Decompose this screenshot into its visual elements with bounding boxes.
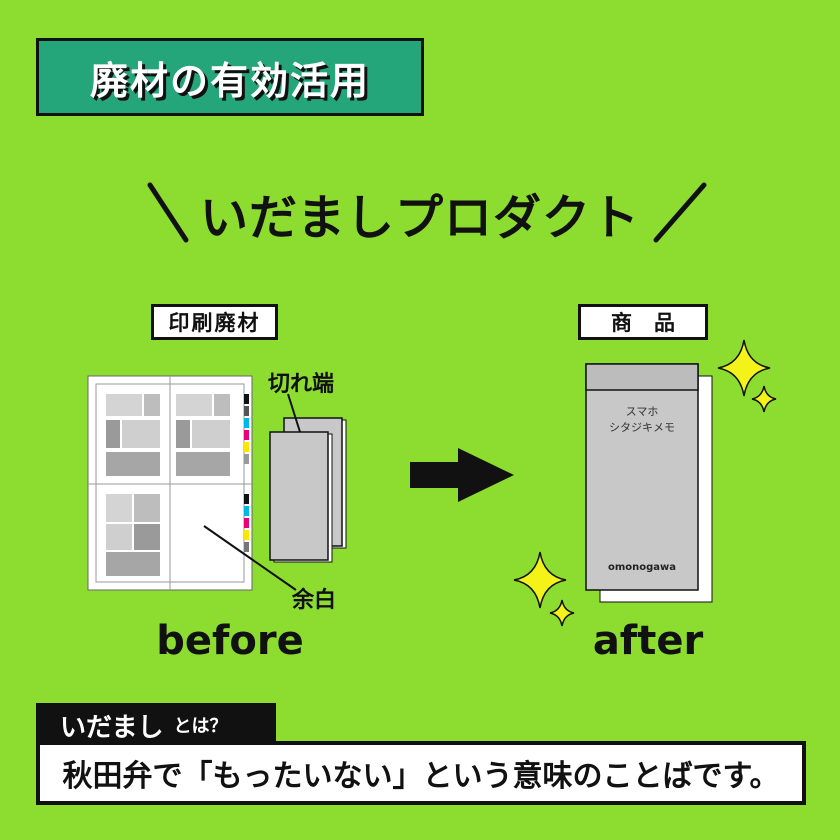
headline-slash-left [147,182,189,243]
sparkle-small-bottom [549,599,575,627]
product-line-2: シタジキメモ [609,421,675,434]
product-notepad [585,363,713,603]
title-text: 廃材の有効活用 [89,58,370,103]
title-banner: 廃材の有効活用 [36,38,424,116]
sparkle-small-top [751,385,777,413]
sparkle-large-top [717,339,771,397]
word-before: before [156,618,304,664]
callout-scraps: 切れ端 [268,372,335,397]
product-line-1: スマホ [625,405,659,418]
brand-name: omonogawa [607,562,677,573]
printed-waste-sheet [87,375,253,591]
label-print-waste: 印刷廃材 [151,304,278,340]
headline-slash-right [653,182,707,243]
sparkle-large-bottom [513,551,567,609]
callout-line-margin [203,525,297,591]
caption-keyword: いだまし [60,712,164,743]
caption-definition: 秋田弁で「もったいない」という意味のことばです。 [36,741,806,805]
headline: いだましプロダクト [199,190,641,246]
callout-margin: 余白 [292,588,337,613]
label-product: 商品 [578,304,708,340]
transform-arrow [410,448,514,502]
word-after: after [592,618,704,664]
paper-scraps [269,417,347,563]
caption-question: とは？ [173,716,228,737]
product-label: スマホ シタジキメモ [586,404,698,436]
callout-line-scraps [287,393,301,433]
caption-tag: いだまし とは？ [36,703,276,747]
